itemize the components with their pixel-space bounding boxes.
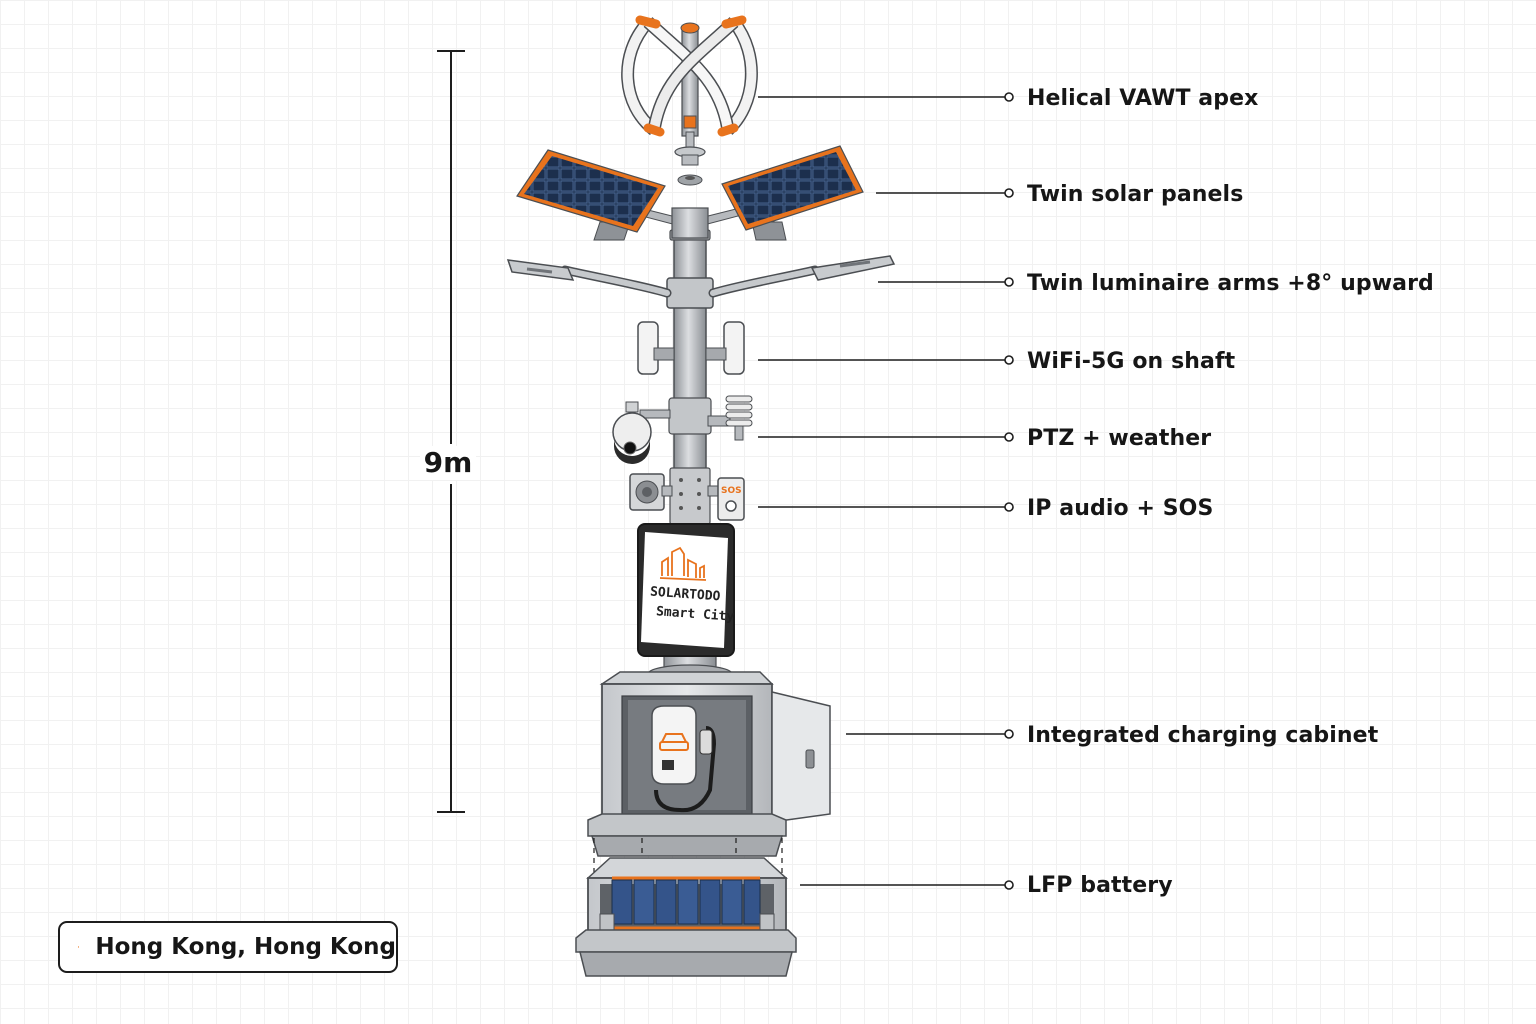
callout-leaders (758, 92, 1014, 890)
city-skyline-icon (659, 546, 707, 581)
callout-wifi-5g: WiFi-5G on shaft (1027, 349, 1236, 374)
ip-audio-speaker (629, 473, 673, 511)
luminaire-arms (506, 255, 896, 298)
sos-label: SOS (721, 486, 742, 496)
location-text: Hong Kong, Hong Kong (95, 934, 396, 960)
lfp-battery (575, 857, 797, 977)
display-screen (637, 523, 735, 657)
callout-solar-panels: Twin solar panels (1027, 182, 1244, 207)
callout-lfp-battery: LFP battery (1027, 873, 1173, 898)
callout-charging-cabinet: Integrated charging cabinet (1027, 723, 1379, 748)
callout-ip-audio-sos: IP audio + SOS (1027, 496, 1214, 521)
map-pin-icon (78, 946, 80, 948)
location-badge: Hong Kong, Hong Kong (58, 921, 398, 973)
pole-shaft (647, 229, 733, 684)
callout-vawt: Helical VAWT apex (1027, 86, 1259, 111)
callout-luminaire-arms: Twin luminaire arms +8° upward (1027, 271, 1434, 296)
weather-sensor (707, 395, 753, 441)
charging-cabinet (587, 671, 831, 857)
ptz-camera (612, 401, 671, 464)
height-dimension-label: 9m (420, 446, 476, 480)
wifi-5g-radios (637, 321, 745, 375)
callout-ptz-weather: PTZ + weather (1027, 426, 1212, 451)
sos-call-box (707, 477, 745, 521)
battery-cells (611, 879, 761, 925)
car-icon (659, 733, 689, 751)
vawt-turbine (621, 15, 758, 186)
solar-panels (516, 145, 864, 241)
height-dimension (437, 50, 465, 813)
